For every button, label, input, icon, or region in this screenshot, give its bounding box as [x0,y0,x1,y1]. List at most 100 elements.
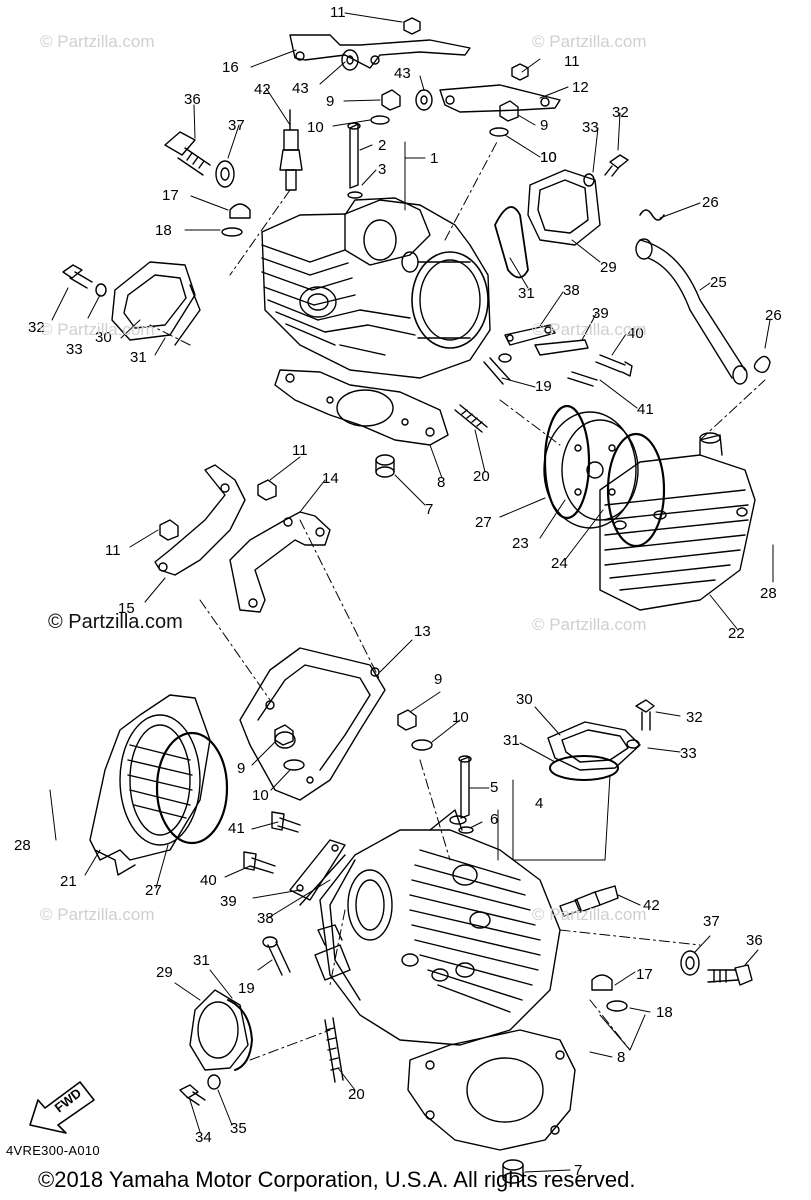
callout-6: 6 [490,811,498,828]
callout-43: 43 [292,80,309,97]
watermark-text: © Partzilla.com [40,32,155,51]
bracket-12 [439,84,561,113]
callout-38: 38 [563,282,580,299]
callout-numbers: 11 16 43 43 9 11 12 9 10 36 42 37 10 2 3… [14,4,782,1179]
bolt-32-upper-left [62,264,107,297]
front-valve-cover-side [189,989,249,1071]
callout-9: 9 [326,93,334,110]
callout-36: 36 [184,91,201,108]
callout-18: 18 [656,1004,673,1021]
bolts-upper-right [483,353,633,387]
callout-32: 32 [28,319,45,336]
washer-37-upper [215,160,235,188]
callout-10: 10 [540,149,557,166]
callout-42: 42 [254,81,271,98]
callout-43: 43 [394,65,411,82]
callout-11: 11 [330,4,346,21]
bolt-32-upper-right [583,154,629,187]
callout-11: 11 [564,53,580,70]
rear-head-gasket [274,369,449,446]
callout-37: 37 [228,117,245,134]
callout-10: 10 [452,709,469,726]
callout-4: 4 [535,795,543,812]
rear-valve-cover-left [111,261,201,346]
callout-32: 32 [612,104,629,121]
callout-40: 40 [200,872,217,889]
bracket-16 [289,34,471,69]
bolt-36-lower [707,964,753,986]
rear-valve-cover-right [527,169,601,246]
callout-31: 31 [503,732,520,749]
drawing-code: 4VRE300-A010 [6,1143,100,1158]
callout-35: 35 [230,1120,247,1137]
callout-29: 29 [156,964,173,981]
callout-14: 14 [322,470,339,487]
spark-plug-lower [559,885,619,917]
o-ring-31-lower-top [549,755,619,781]
o-ring-27-lower [155,731,229,845]
rear-cylinder-cover [599,432,756,611]
callout-26: 26 [765,307,782,324]
copyright-notice: ©2018 Yamaha Motor Corporation, U.S.A. A… [38,1167,636,1192]
front-head-gasket [407,1029,576,1151]
callout-13: 13 [414,623,431,640]
bolt-32-lower [626,699,655,749]
callout-9: 9 [434,671,442,688]
stud-bolt-lower [324,1017,344,1083]
callout-33: 33 [680,745,697,762]
watermark-text: © Partzilla.com [532,615,647,634]
callout-39: 39 [592,305,609,322]
callout-28: 28 [14,837,31,854]
plate-38-lower [289,839,346,906]
callout-36: 36 [746,932,763,949]
callout-24: 24 [551,555,568,572]
rear-round-cover [543,404,666,548]
callout-2: 2 [378,137,386,154]
dowel-pin-upper [375,454,395,478]
o-ring-31-upper [494,206,529,279]
callout-10: 10 [540,149,557,166]
callout-19: 19 [238,980,255,997]
callout-32: 32 [686,709,703,726]
rear-cylinder-head [261,197,491,379]
callout-40: 40 [627,325,644,342]
callout-21: 21 [60,873,77,890]
o-ring-31-lower-side [227,999,253,1071]
callout-17: 17 [162,187,179,204]
bracket-lines-lower [512,774,646,1051]
bracket-13 [239,647,386,801]
callout-42: 42 [643,897,660,914]
watermark-text: © Partzilla.com [532,320,647,339]
callout-28: 28 [760,585,777,602]
front-valve-cover-top [547,721,641,771]
callout-18: 18 [155,222,172,239]
callout-41: 41 [228,820,245,837]
fwd-arrow: FWD [29,1081,95,1134]
callout-12: 12 [572,79,589,96]
watermark-text: © Partzilla.com [40,905,155,924]
front-cylinder-cover [89,694,211,876]
cap-17-lower [591,974,628,1012]
callout-8: 8 [437,474,445,491]
plate-38-upper [504,324,589,356]
callout-31: 31 [518,285,535,302]
pipe-5-lower [458,755,474,834]
bracket-15 [154,464,246,576]
callout-11: 11 [292,442,308,459]
bolt-36-upper [164,131,211,176]
nuts-upper [370,17,529,137]
callout-10: 10 [307,119,324,136]
callout-20: 20 [348,1086,365,1103]
callout-39: 39 [220,893,237,910]
callout-33: 33 [66,341,83,358]
callout-16: 16 [222,59,239,76]
callout-26: 26 [702,194,719,211]
stud-bolt-upper [454,404,488,433]
spark-plug-upper [279,109,303,191]
callout-34: 34 [195,1129,212,1146]
callout-33: 33 [582,119,599,136]
callout-3: 3 [378,161,386,178]
callout-19: 19 [535,378,552,395]
dowel-pin-lower [502,1159,524,1184]
callout-1: 1 [430,150,438,167]
